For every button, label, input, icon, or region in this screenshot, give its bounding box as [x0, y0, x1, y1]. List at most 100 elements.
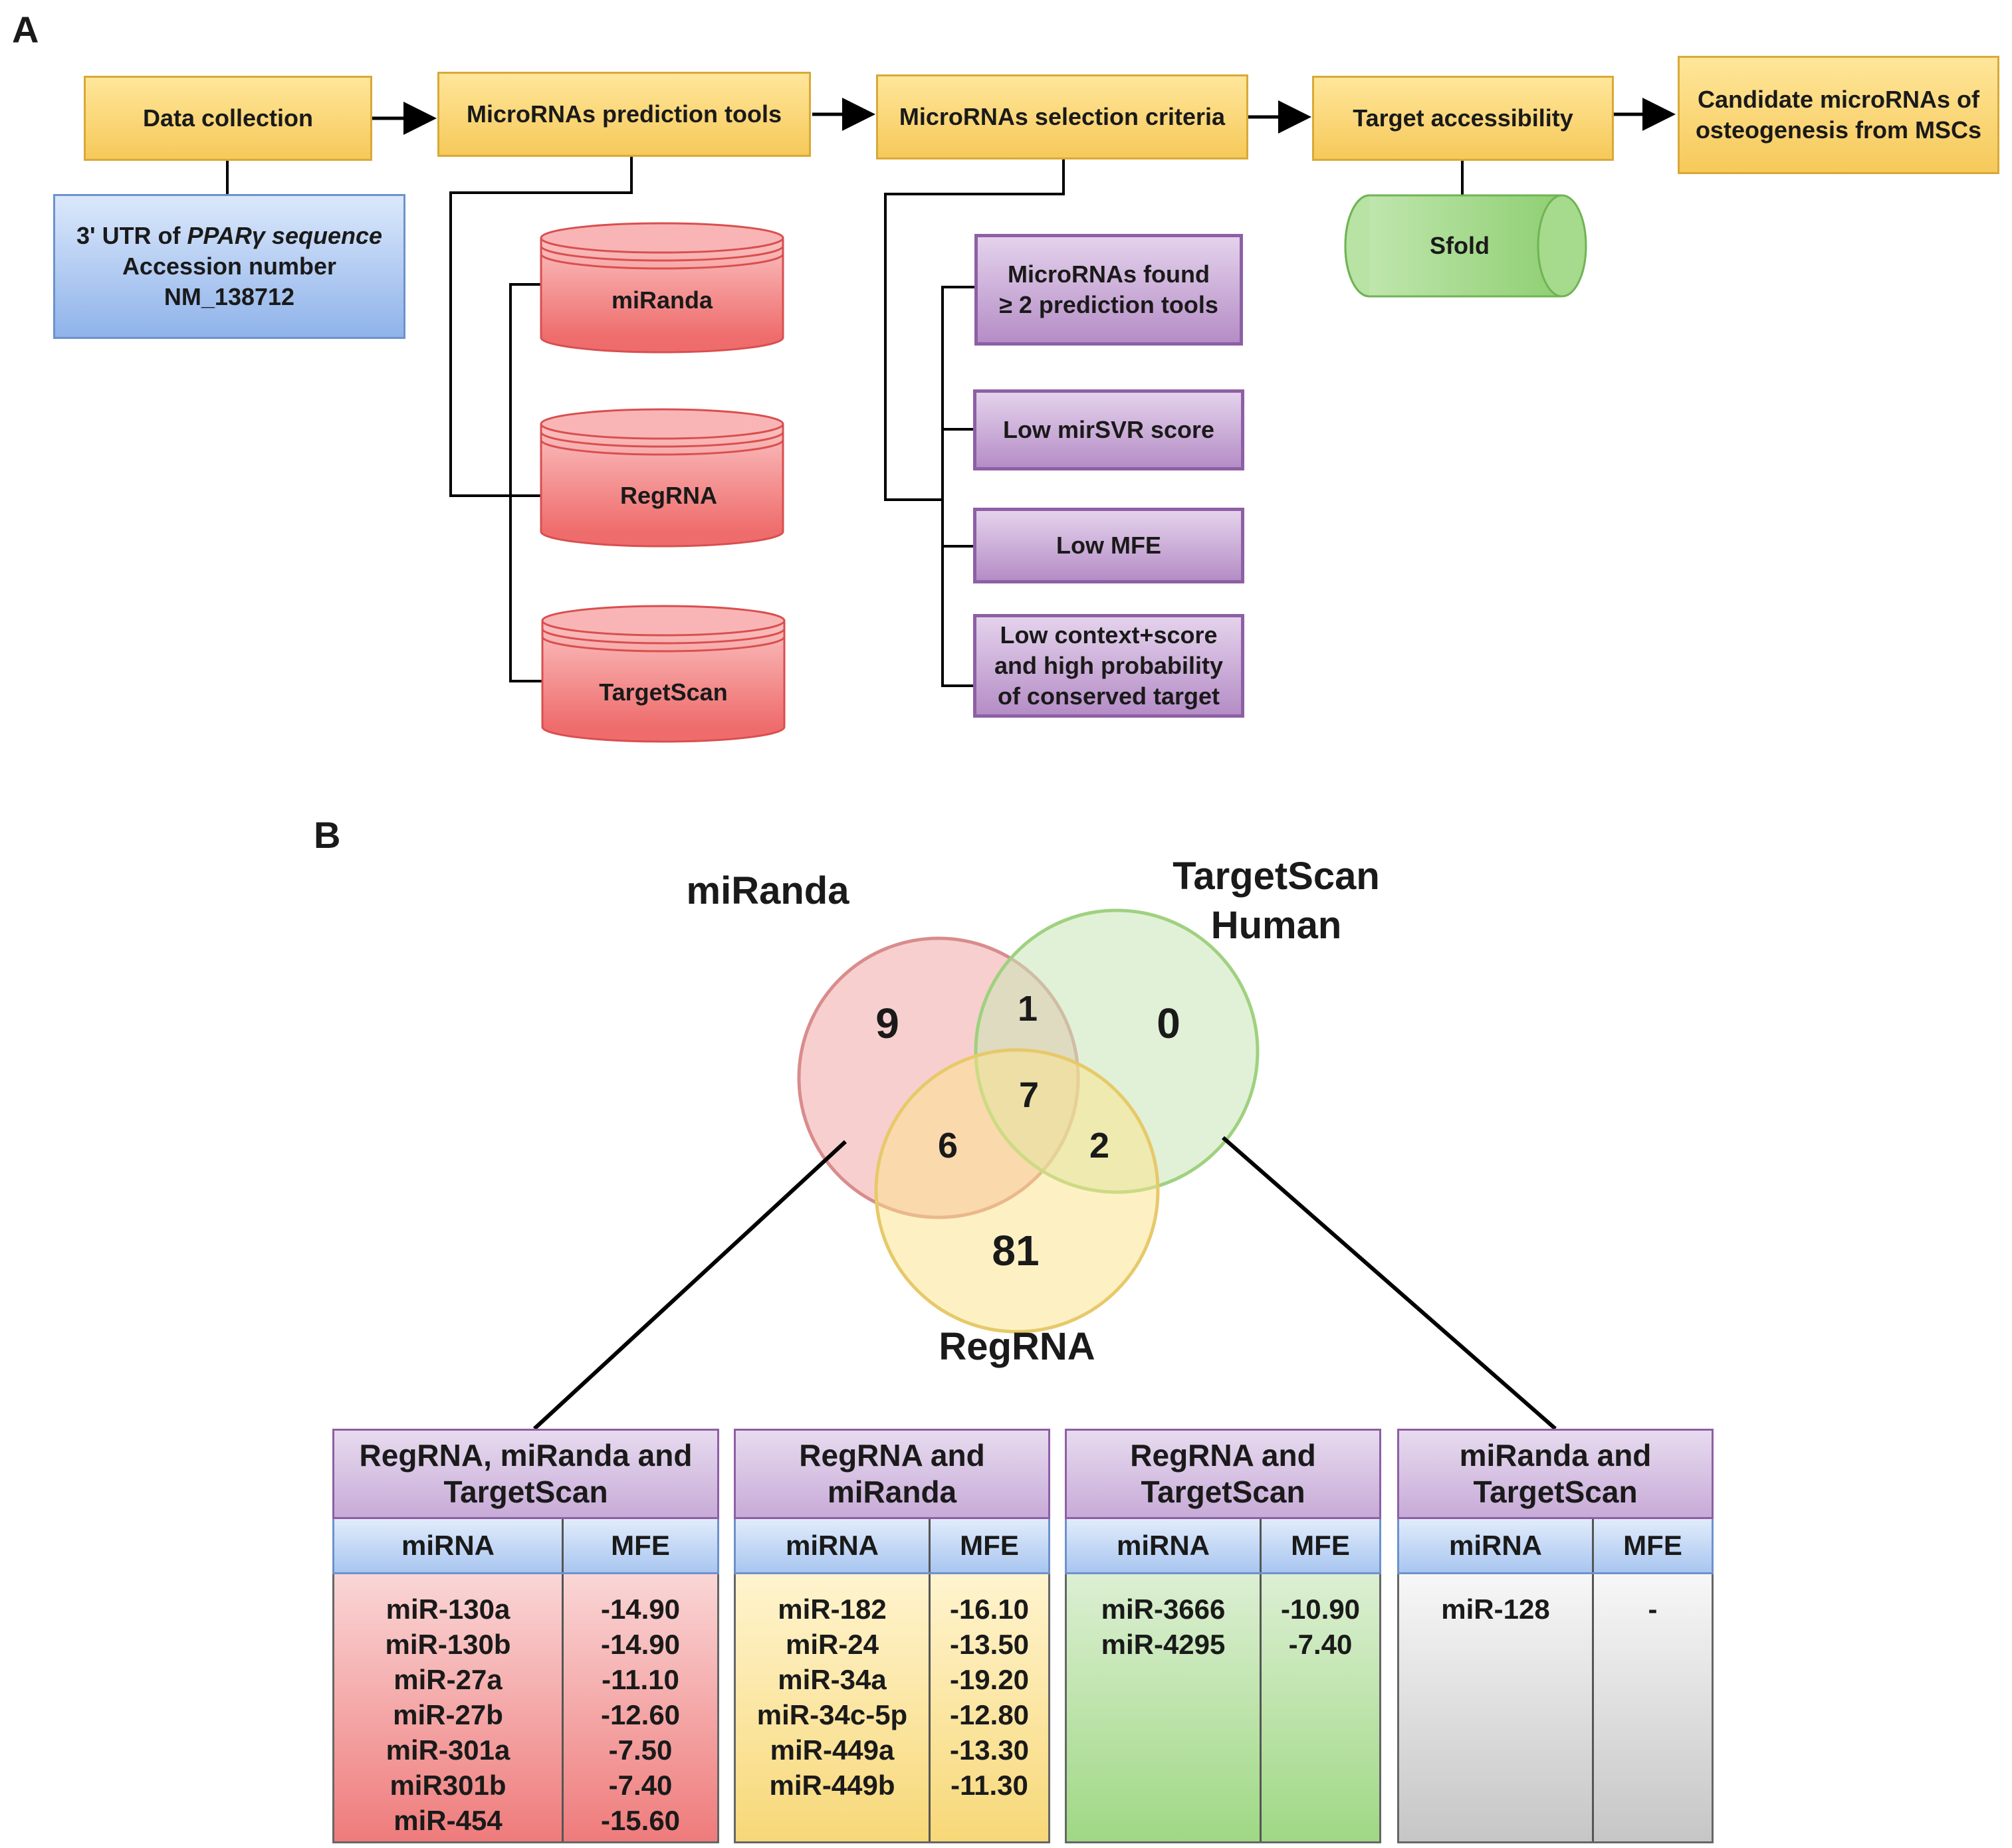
table-1-header-row: miRNA MFE: [332, 1519, 719, 1574]
table-2-col-mfe: MFE: [960, 1530, 1019, 1561]
criteria-1-line-2: ≥ 2 prediction tools: [999, 291, 1218, 318]
venn-diagram: miRanda TargetScan Human RegRNA 9 1 0 7 …: [687, 855, 1380, 1368]
table-regrna-miranda-targetscan: RegRNA, miRanda and TargetScan miRNA MFE…: [332, 1429, 719, 1843]
table-1-mirna-7: miR-454: [393, 1805, 503, 1836]
table-3-mfe-2: -7.40: [1288, 1629, 1353, 1660]
venn-label-miranda: miRanda: [687, 869, 850, 912]
table-3-title-2: TargetScan: [1141, 1475, 1305, 1509]
candidate-mirnas-box: Candidate microRNAs of osteogenesis from…: [1678, 56, 1999, 174]
table-2-mirna-6: miR-449b: [769, 1770, 895, 1801]
table-3-body: miR-3666 miR-4295 -10.90 -7.40: [1065, 1574, 1381, 1843]
tool-label-miranda: miRanda: [612, 286, 713, 314]
table-1-mfe-1: -14.90: [600, 1593, 681, 1625]
table-1-mfe-6: -7.40: [608, 1770, 673, 1801]
flow-arrows: [372, 98, 1676, 135]
table-4-title: miRanda and TargetScan: [1397, 1429, 1714, 1519]
table-2-mfe-6: -11.30: [950, 1770, 1028, 1801]
venn-count-miranda-regrna: 6: [938, 1126, 958, 1166]
connector-left: [532, 1140, 847, 1431]
table-4-body: miR-128 -: [1397, 1574, 1714, 1843]
table-2-body: miR-182 miR-24 miR-34a miR-34c-5p miR-44…: [734, 1574, 1050, 1843]
venn-count-targetscan-only: 0: [1157, 999, 1180, 1047]
table-1-mfe-column: -14.90 -14.90 -11.10 -12.60 -7.50 -7.40 …: [564, 1574, 717, 1841]
table-3-col-mfe: MFE: [1291, 1530, 1350, 1561]
sfold-label: Sfold: [1430, 232, 1490, 259]
candidate-label-2: osteogenesis from MSCs: [1695, 116, 1982, 144]
table-3-title-1: RegRNA and: [1130, 1437, 1316, 1473]
target-accessibility-label: Target accessibility: [1353, 104, 1573, 132]
table-3-mirna-column: miR-3666 miR-4295: [1067, 1574, 1262, 1841]
table-1-mfe-7: -15.60: [600, 1805, 681, 1836]
panel-label-b: B: [314, 814, 341, 856]
table-1-mfe-2: -14.90: [600, 1629, 681, 1660]
connector-tools-main: [449, 157, 633, 497]
table-3-header-row: miRNA MFE: [1065, 1519, 1381, 1574]
table-3-title: RegRNA and TargetScan: [1065, 1429, 1381, 1519]
table-4-title-2: TargetScan: [1473, 1475, 1638, 1509]
criteria-4-line-2: and high probability: [994, 651, 1223, 679]
table-4-mfe-column: -: [1594, 1574, 1712, 1841]
panel-label-a: A: [12, 9, 39, 51]
venn-count-all-three: 7: [1019, 1075, 1039, 1115]
cylinder-miranda: miRanda: [540, 222, 784, 354]
criteria-box-3: Low MFE: [973, 508, 1244, 583]
venn-label-regrna: RegRNA: [939, 1325, 1095, 1368]
selection-criteria-box: MicroRNAs selection criteria: [876, 74, 1248, 159]
table-1-title-1: RegRNA, miRanda and: [359, 1437, 693, 1473]
table-2-mfe-1: -16.10: [949, 1593, 1030, 1625]
table-3-col-mirna: miRNA: [1067, 1519, 1262, 1572]
criteria-4-line-1: Low context+score: [1000, 621, 1218, 649]
selection-criteria-label: MicroRNAs selection criteria: [899, 102, 1226, 130]
input-line-2: Accession number: [122, 252, 337, 280]
input-line-3: NM_138712: [164, 283, 295, 311]
input-line-1-prefix: 3' UTR of: [76, 221, 187, 249]
venn-count-regrna-only: 81: [992, 1227, 1039, 1275]
table-2-title-2: miRanda: [827, 1475, 957, 1509]
cylinder-regrna: RegRNA: [540, 408, 784, 548]
criteria-3-label: Low MFE: [1056, 531, 1161, 559]
table-2-title-1: RegRNA and: [799, 1437, 985, 1473]
criteria-1-line-1: MicroRNAs found: [1008, 260, 1210, 288]
table-2-mirna-column: miR-182 miR-24 miR-34a miR-34c-5p miR-44…: [736, 1574, 931, 1841]
table-4-header-row: miRNA MFE: [1397, 1519, 1714, 1574]
connector-criteria-branch: [941, 286, 976, 687]
input-line-1-italic: PPARγ sequence: [187, 221, 382, 249]
venn-circle-regrna: [874, 1048, 1160, 1334]
table-regrna-miranda: RegRNA and miRanda miRNA MFE miR-182 miR…: [734, 1429, 1050, 1843]
table-1-mirna-3: miR-27a: [393, 1664, 503, 1695]
table-1-mfe-4: -12.60: [600, 1699, 681, 1730]
table-2-header-row: miRNA MFE: [734, 1519, 1050, 1574]
venn-table-connectors: [532, 1136, 1557, 1431]
cylinder-sfold: Sfold: [1344, 194, 1587, 298]
connectors: [226, 157, 1464, 687]
table-2-mfe-4: -12.80: [949, 1699, 1030, 1730]
table-4-mfe-1: -: [1648, 1593, 1658, 1625]
table-regrna-targetscan: RegRNA and TargetScan miRNA MFE miR-3666…: [1065, 1429, 1381, 1843]
table-3-mirna-1: miR-3666: [1101, 1593, 1226, 1625]
target-accessibility-box: Target accessibility: [1312, 76, 1614, 161]
candidate-label-1: Candidate microRNAs of: [1697, 85, 1980, 113]
criteria-box-1: MicroRNAs found ≥ 2 prediction tools: [974, 234, 1243, 346]
data-collection-label: Data collection: [142, 104, 314, 132]
table-miranda-targetscan: miRanda and TargetScan miRNA MFE miR-128…: [1397, 1429, 1714, 1843]
table-1-mirna-6: miR301b: [390, 1770, 506, 1801]
table-3-mirna-2: miR-4295: [1101, 1629, 1226, 1660]
venn-label-targetscan-1: TargetScan: [1173, 855, 1380, 898]
table-4-mirna-column: miR-128: [1399, 1574, 1594, 1841]
table-1-col-mfe: MFE: [611, 1530, 670, 1561]
venn-count-miranda-only: 9: [875, 999, 899, 1047]
criteria-4-line-3: of conserved target: [997, 682, 1220, 710]
table-1-mirna-column: miR-130a miR-130b miR-27a miR-27b miR-30…: [334, 1574, 564, 1841]
criteria-2-label: Low mirSVR score: [1002, 415, 1215, 443]
criteria-box-4: Low context+score and high probability o…: [973, 614, 1244, 718]
table-1-mfe-3: -11.10: [602, 1664, 679, 1695]
table-4-col-mfe: MFE: [1623, 1530, 1682, 1561]
connector-right: [1222, 1136, 1557, 1431]
table-2-mfe-2: -13.50: [949, 1629, 1030, 1660]
venn-count-targetscan-regrna: 2: [1089, 1126, 1109, 1166]
table-2-mirna-1: miR-182: [778, 1593, 887, 1625]
cylinder-targetscan: TargetScan: [541, 605, 786, 743]
table-4-title-1: miRanda and: [1459, 1437, 1652, 1473]
table-2-mirna-5: miR-449a: [770, 1734, 895, 1766]
